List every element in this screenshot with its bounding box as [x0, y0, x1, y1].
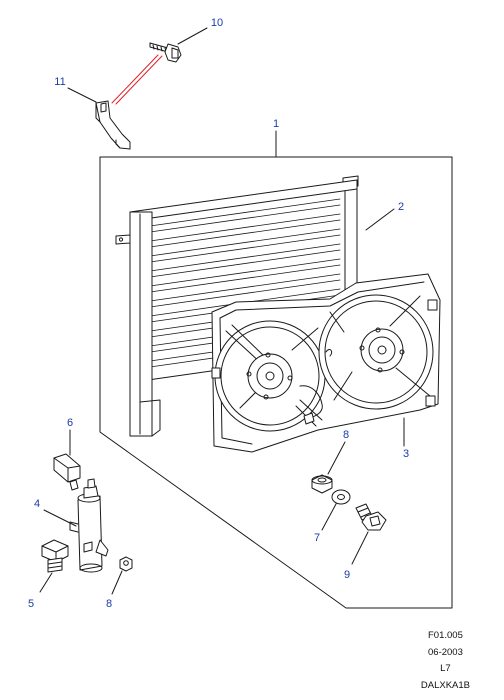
- callout-3: 3: [403, 448, 409, 460]
- bolt-9: [355, 503, 387, 531]
- leader-9: [351, 531, 369, 565]
- bolt-10: [149, 42, 182, 63]
- callout-9: 9: [344, 569, 350, 581]
- leader-5: [39, 572, 53, 593]
- callout-7: 7: [314, 532, 320, 544]
- bracket-11: [95, 100, 131, 150]
- pressure-switch-6: [53, 453, 81, 491]
- leader-4: [43, 509, 77, 527]
- nut-8-left: [119, 556, 133, 572]
- leader-8-left: [111, 570, 123, 595]
- leader-10-red-b: [115, 55, 163, 105]
- callout-11: 11: [54, 76, 65, 88]
- leader-8-right: [327, 441, 346, 475]
- fan-assembly-3: [211, 273, 441, 453]
- callout-8-right: 8: [343, 429, 349, 441]
- callout-4: 4: [34, 498, 40, 510]
- revision-date: 06-2003: [428, 646, 463, 658]
- callout-5: 5: [28, 598, 34, 610]
- callout-1: 1: [273, 118, 279, 130]
- leader-10: [177, 27, 208, 45]
- receiver-drier-4: [69, 478, 109, 573]
- grommet-8-right: [311, 474, 333, 494]
- pressure-sensor-5: [41, 539, 69, 573]
- callout-10: 10: [211, 17, 223, 29]
- leader-11: [67, 87, 97, 103]
- washer-7: [331, 489, 351, 505]
- assembly-frame: [99, 156, 453, 609]
- leader-2: [365, 208, 395, 231]
- model-code: L7: [440, 663, 451, 674]
- callout-6: 6: [67, 417, 73, 429]
- figure-number: F01.005: [428, 630, 463, 641]
- leader-10-red-a: [111, 54, 159, 104]
- drawing-reference-block: F01.005 06-2003 L7 DALXKA1B: [421, 628, 470, 694]
- callout-2: 2: [398, 201, 404, 213]
- leader-7: [321, 503, 337, 531]
- callout-8-left: 8: [106, 598, 112, 610]
- drawing-id: DALXKA1B: [420, 679, 470, 691]
